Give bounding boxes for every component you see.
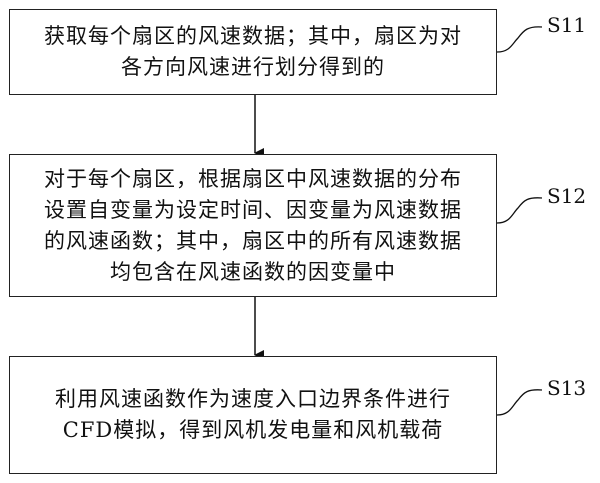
step-s11-line-2: 各方向风速进行划分得到的 [121,55,385,79]
step-s12-line-4: 均包含在风速函数的因变量中 [110,259,396,284]
step-box-s13: 利用风速函数作为速度入口边界条件进行 CFD模拟，得到风机发电量和风机载荷 [9,356,497,474]
leader-s12 [496,197,543,224]
step-label-s12: S12 [547,184,587,208]
step-box-s12: 对于每个扇区，根据扇区中风速数据的分布 设置自变量为设定时间、因变量为风速数据 … [9,154,497,297]
step-label-s11: S11 [547,13,587,37]
step-label-s13: S13 [547,376,587,400]
step-s11-line-1: 获取每个扇区的风速数据；其中，扇区为对 [44,24,462,48]
step-s12-line-2: 设置自变量为设定时间、因变量为风速数据 [44,197,462,222]
step-s13-line-2: CFD模拟，得到风机发电量和风机载荷 [62,418,444,442]
leader-s13 [496,389,543,416]
step-box-s11: 获取每个扇区的风速数据；其中，扇区为对 各方向风速进行划分得到的 [9,9,497,95]
step-s13-line-1: 利用风速函数作为速度入口边界条件进行 [55,387,451,411]
step-s12-line-3: 的风速函数；其中，扇区中的所有风速数据 [44,228,462,253]
step-s12-line-1: 对于每个扇区，根据扇区中风速数据的分布 [44,166,462,191]
leader-s11 [496,26,543,53]
